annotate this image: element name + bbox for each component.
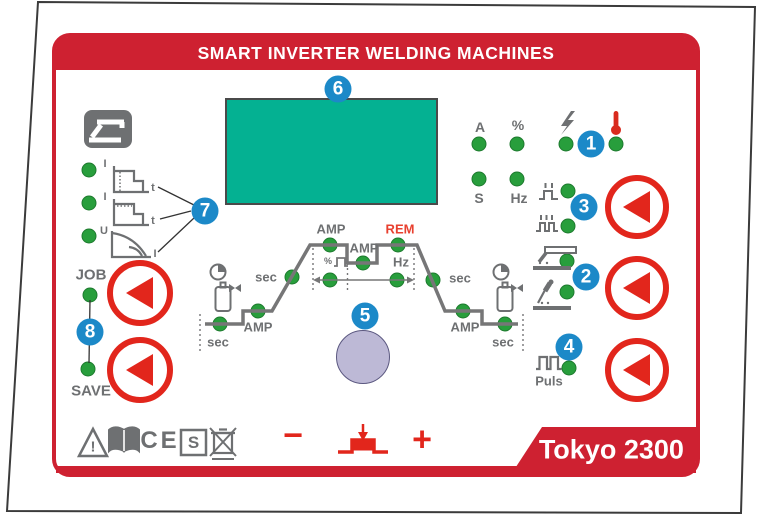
job-label: JOB bbox=[75, 266, 107, 284]
lcd-display bbox=[225, 98, 438, 205]
led-2t bbox=[560, 183, 576, 199]
seconds-label: S bbox=[474, 190, 484, 206]
led-preflow bbox=[212, 316, 228, 332]
led-peak-amp bbox=[322, 237, 338, 253]
ce-mark: CE bbox=[140, 427, 180, 454]
left-arrow-icon bbox=[623, 272, 650, 304]
callout-8: 8 bbox=[76, 318, 104, 346]
led-percent bbox=[509, 136, 525, 152]
trigger-mode-button[interactable] bbox=[605, 175, 669, 239]
job-button[interactable] bbox=[107, 260, 173, 326]
peak-amp-label: AMP bbox=[316, 221, 346, 237]
preflow-sec-label: sec bbox=[207, 334, 229, 350]
model-banner: Tokyo 2300 bbox=[512, 427, 696, 473]
percent-label: % bbox=[511, 117, 525, 133]
hertz-label: Hz bbox=[510, 190, 528, 206]
led-hertz bbox=[509, 171, 525, 187]
model-name: Tokyo 2300 bbox=[538, 434, 684, 465]
callout-3: 3 bbox=[570, 193, 598, 221]
left-arrow-icon bbox=[623, 191, 650, 223]
curve1-x-label: t bbox=[151, 182, 155, 194]
electrode-holder-badge bbox=[84, 110, 132, 148]
increase-label: + bbox=[412, 420, 432, 459]
end-amp-label: AMP bbox=[450, 319, 480, 335]
led-upslope bbox=[284, 269, 300, 285]
led-seconds bbox=[471, 171, 487, 187]
callout-1: 1 bbox=[577, 130, 605, 158]
led-slope-mode-1 bbox=[81, 162, 97, 178]
curve2-x-label: t bbox=[151, 215, 155, 227]
save-button[interactable] bbox=[107, 337, 173, 403]
base-amp-label: AMP bbox=[349, 240, 379, 256]
callout-4: 4 bbox=[555, 333, 583, 361]
amps-label: A bbox=[474, 119, 486, 135]
save-label: SAVE bbox=[71, 382, 111, 400]
upslope-sec-label: sec bbox=[255, 269, 277, 285]
led-start-amp bbox=[250, 303, 266, 319]
curve2-y-label: I bbox=[103, 191, 107, 203]
led-slope-mode-2 bbox=[81, 195, 97, 211]
led-slope-mode-3 bbox=[81, 228, 97, 244]
led-mma bbox=[559, 284, 575, 300]
left-arrow-icon bbox=[126, 277, 153, 309]
led-base-amp bbox=[355, 255, 371, 271]
curve3-y-label: U bbox=[100, 225, 108, 237]
start-amp-label: AMP bbox=[243, 319, 273, 335]
downslope-sec-label: sec bbox=[449, 270, 471, 286]
decrease-label: − bbox=[283, 416, 303, 455]
s-mark: S bbox=[187, 433, 200, 452]
led-power bbox=[558, 136, 574, 152]
led-downslope bbox=[425, 272, 441, 288]
callout-7: 7 bbox=[191, 197, 219, 225]
led-job bbox=[82, 287, 98, 303]
warning-exclamation: ! bbox=[90, 438, 96, 456]
led-overtemp bbox=[608, 136, 624, 152]
left-arrow-icon bbox=[623, 354, 650, 386]
callout-5: 5 bbox=[351, 302, 379, 330]
led-amps bbox=[471, 136, 487, 152]
panel-title: SMART INVERTER WELDING MACHINES bbox=[56, 37, 696, 70]
led-end-amp bbox=[455, 303, 471, 319]
pulse-hz-label: Hz bbox=[393, 254, 409, 270]
curve3-x-label: I bbox=[153, 248, 157, 260]
puls-label: Puls bbox=[535, 373, 563, 389]
led-save bbox=[80, 361, 96, 377]
led-puls bbox=[561, 360, 577, 376]
led-pulse-hz bbox=[389, 272, 405, 288]
pulse-percent-label: % bbox=[323, 256, 333, 266]
title-text: SMART INVERTER WELDING MACHINES bbox=[197, 43, 555, 63]
led-pulse-percent bbox=[322, 272, 338, 288]
led-tig bbox=[559, 253, 575, 269]
left-arrow-icon bbox=[126, 354, 153, 386]
rotary-encoder-knob[interactable] bbox=[336, 330, 390, 384]
led-4t bbox=[560, 218, 576, 234]
process-select-button[interactable] bbox=[605, 256, 669, 320]
pulse-mode-button[interactable] bbox=[605, 338, 669, 402]
rem-label: REM bbox=[385, 221, 415, 237]
postflow-sec-label: sec bbox=[492, 334, 514, 350]
curve1-y-label: I bbox=[103, 158, 107, 170]
callout-6: 6 bbox=[324, 75, 352, 103]
callout-2: 2 bbox=[572, 263, 600, 291]
led-rem bbox=[390, 237, 406, 253]
led-postflow bbox=[497, 316, 513, 332]
